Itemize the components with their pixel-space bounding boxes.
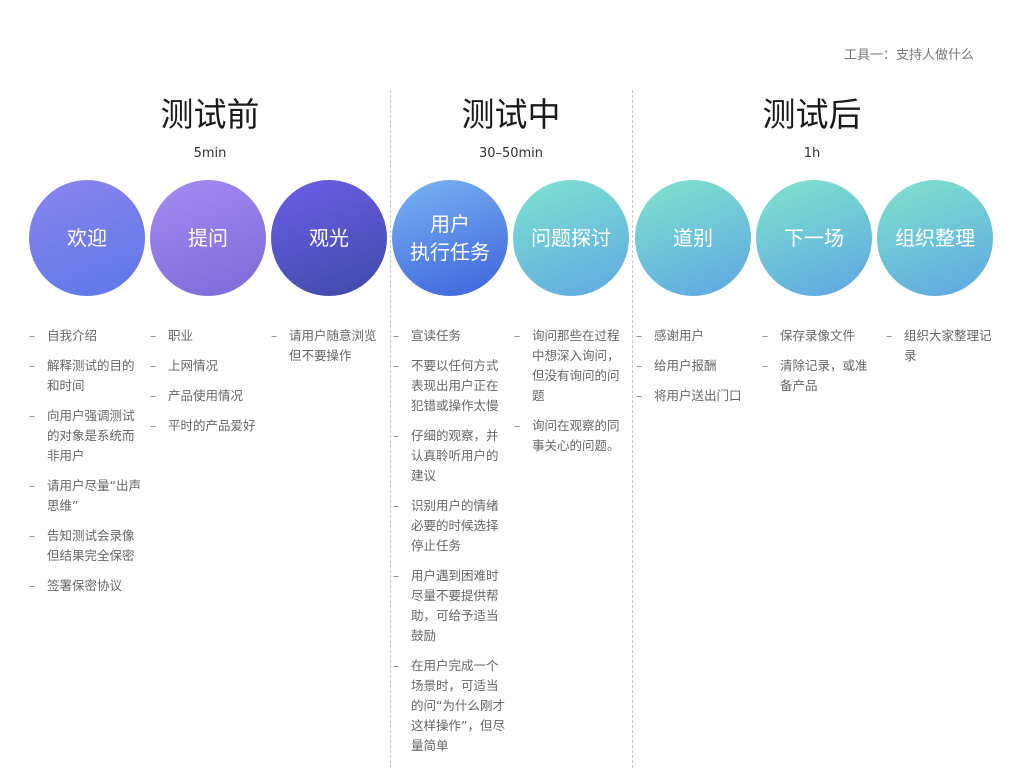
note-item: 解释测试的目的和时间 [29,356,141,396]
phase-before: 测试前 5min [140,92,280,161]
step-circle-tour: 观光 [271,180,387,296]
note-item: 宣读任务 [393,326,505,346]
note-item: 询问在观察的同事关心的问题。 [514,416,626,456]
step-label: 道别 [673,226,713,250]
step-label: 组织整理 [895,226,975,250]
notes-list-discuss: 询问那些在过程中想深入询问，但没有询问的问题询问在观察的同事关心的问题。 [514,326,626,466]
note-item: 上网情况 [150,356,262,376]
note-item: 给用户报酬 [636,356,748,376]
note-item: 识别用户的情绪必要的时候选择停止任务 [393,496,505,556]
note-item: 请用户尽量“出声思维” [29,476,141,516]
note-item: 产品使用情况 [150,386,262,406]
note-item: 告知测试会录像但结果完全保密 [29,526,141,566]
step-label: 欢迎 [67,226,107,250]
phase-divider [632,90,633,768]
phase-duration: 30–50min [478,146,544,161]
notes-list-farewell: 感谢用户给用户报酬将用户送出门口 [636,326,748,416]
note-item: 询问那些在过程中想深入询问，但没有询问的问题 [514,326,626,406]
note-item: 平时的产品爱好 [150,416,262,436]
phase-duration: 1h [803,146,821,161]
note-item: 清除记录，或准备产品 [762,356,874,396]
step-label: 下一场 [784,226,844,250]
note-item: 仔细的观察，并认真聆听用户的建议 [393,426,505,486]
step-circle-task: 用户 执行任务 [392,180,508,296]
step-circle-discuss: 问题探讨 [513,180,629,296]
note-item: 在用户完成一个场景时，可适当的问“为什么刚才这样操作”，但尽量简单 [393,656,505,756]
phase-title: 测试中 [461,95,561,134]
phase-after: 测试后 1h [742,92,882,161]
notes-list-task: 宣读任务不要以任何方式表现出用户正在犯错或操作太慢仔细的观察，并认真聆听用户的建… [393,326,505,766]
page-label: 工具一：支持人做什么 [843,48,974,63]
step-label: 观光 [309,226,349,250]
step-circle-welcome: 欢迎 [29,180,145,296]
step-circle-next: 下一场 [756,180,872,296]
notes-list-organize: 组织大家整理记录 [886,326,998,376]
note-item: 感谢用户 [636,326,748,346]
note-item: 自我介绍 [29,326,141,346]
step-label: 提问 [188,226,228,250]
notes-list-welcome: 自我介绍解释测试的目的和时间向用户强调测试的对象是系统而非用户请用户尽量“出声思… [29,326,141,606]
note-item: 签署保密协议 [29,576,141,596]
note-item: 用户遇到困难时尽量不要提供帮助，可给予适当鼓励 [393,566,505,646]
phase-title: 测试后 [762,95,862,134]
step-label: 用户 执行任务 [410,212,490,264]
phase-divider [390,90,391,768]
note-item: 请用户随意浏览但不要操作 [271,326,383,366]
phase-duration: 5min [193,146,227,161]
step-label: 问题探讨 [531,226,611,250]
note-item: 组织大家整理记录 [886,326,998,366]
note-item: 将用户送出门口 [636,386,748,406]
phase-during: 测试中 30–50min [441,92,581,161]
note-item: 向用户强调测试的对象是系统而非用户 [29,406,141,466]
step-circle-organize: 组织整理 [877,180,993,296]
note-item: 职业 [150,326,262,346]
step-circle-farewell: 道别 [635,180,751,296]
note-item: 不要以任何方式表现出用户正在犯错或操作太慢 [393,356,505,416]
step-circle-question: 提问 [150,180,266,296]
notes-list-question: 职业上网情况产品使用情况平时的产品爱好 [150,326,262,446]
note-item: 保存录像文件 [762,326,874,346]
phase-title: 测试前 [160,95,260,134]
notes-list-tour: 请用户随意浏览但不要操作 [271,326,383,376]
notes-list-next: 保存录像文件清除记录，或准备产品 [762,326,874,406]
